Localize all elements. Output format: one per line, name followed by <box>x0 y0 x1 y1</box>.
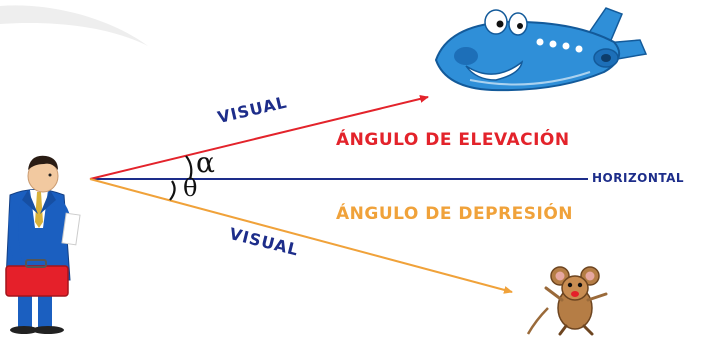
horizontal-label: HORIZONTAL <box>592 171 685 185</box>
cartoon-airplane-illustration <box>434 7 648 92</box>
sight-line-elevation <box>89 94 429 180</box>
businessman-illustration <box>5 155 81 334</box>
depression-angle-arc <box>169 180 176 201</box>
elevation-angle-symbol: α <box>196 146 215 179</box>
depression-angle-label: ÁNGULO DE DEPRESIÓN <box>336 204 574 224</box>
depression-angle-symbol: θ <box>183 174 198 202</box>
sight-line-depression <box>89 178 513 294</box>
elevation-angle-label: ÁNGULO DE ELEVACIÓN <box>336 130 570 150</box>
elevation-angle-arc <box>185 155 193 180</box>
cartoon-mouse-illustration <box>526 266 608 336</box>
